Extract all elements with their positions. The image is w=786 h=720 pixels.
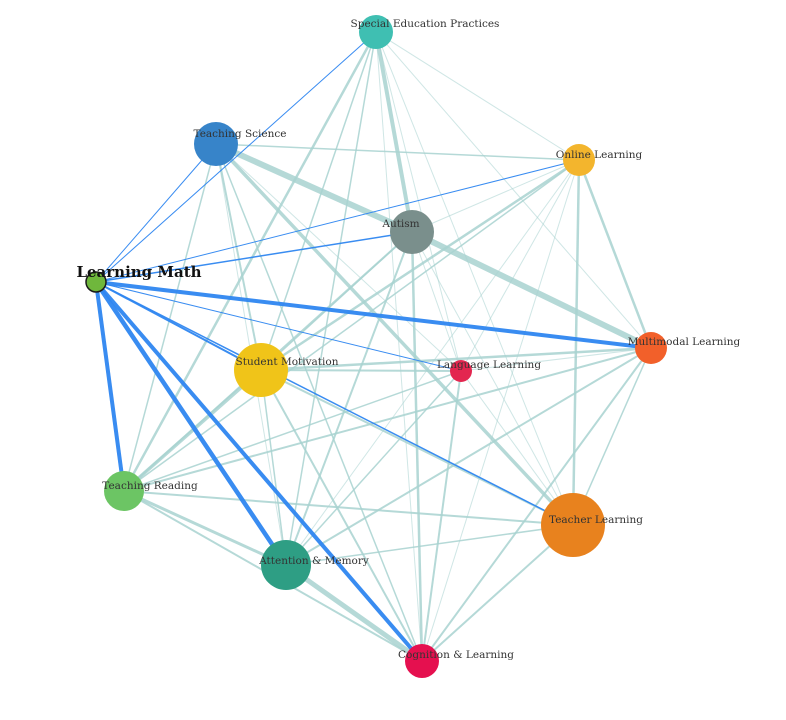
node-student-motivation[interactable] bbox=[234, 343, 288, 397]
edge-student-motivation-language-learning bbox=[260, 369, 462, 372]
edge-learning-math-special-education bbox=[95, 31, 377, 283]
label-attention-memory: Attention & Memory bbox=[258, 555, 369, 567]
edge-online-learning-teacher-learning bbox=[571, 159, 581, 526]
edge-learning-math-language-learning bbox=[95, 281, 462, 372]
label-student-motivation: Student Motivation bbox=[236, 356, 339, 368]
node-learning-math[interactable] bbox=[85, 271, 107, 293]
node-autism[interactable] bbox=[390, 210, 434, 254]
edge-learning-math-teacher-learning bbox=[95, 281, 574, 526]
edge-learning-math-teaching-science bbox=[95, 143, 217, 283]
edge-special-education-teaching-reading bbox=[122, 31, 378, 492]
label-learning-math: Learning Math bbox=[76, 263, 201, 281]
node-online-learning[interactable] bbox=[563, 144, 595, 176]
label-autism: Autism bbox=[381, 218, 419, 230]
edge-special-education-multimodal-learning bbox=[375, 31, 652, 349]
edge-special-education-student-motivation bbox=[260, 31, 377, 371]
edge-autism-attention-memory bbox=[285, 231, 413, 566]
edge-student-motivation-cognition-learning bbox=[260, 369, 423, 662]
edge-online-learning-student-motivation bbox=[260, 158, 580, 372]
edge-online-learning-teaching-reading bbox=[123, 159, 580, 492]
edge-special-education-attention-memory bbox=[285, 31, 377, 566]
edge-online-learning-autism bbox=[411, 159, 580, 233]
edge-teaching-science-teacher-learning bbox=[214, 142, 575, 527]
edge-online-learning-multimodal-learning bbox=[577, 159, 653, 349]
edge-special-education-online-learning bbox=[375, 31, 580, 161]
node-teaching-science[interactable] bbox=[194, 122, 238, 166]
edge-learning-math-autism bbox=[95, 231, 413, 283]
edge-special-education-teacher-learning bbox=[375, 31, 574, 526]
edge-learning-math-cognition-learning bbox=[94, 280, 424, 663]
edge-special-education-cognition-learning bbox=[375, 31, 423, 662]
edges-layer bbox=[94, 31, 653, 664]
node-teaching-reading[interactable] bbox=[104, 471, 144, 511]
edge-teaching-reading-teacher-learning bbox=[123, 490, 574, 526]
edge-multimodal-learning-attention-memory bbox=[285, 347, 652, 566]
edge-autism-multimodal-learning bbox=[410, 229, 653, 351]
edge-autism-teacher-learning bbox=[411, 231, 574, 526]
edge-teaching-reading-attention-memory bbox=[123, 489, 287, 567]
label-special-education: Special Education Practices bbox=[351, 18, 500, 30]
edge-teaching-science-student-motivation bbox=[215, 143, 262, 371]
edge-attention-memory-language-learning bbox=[285, 370, 462, 566]
nodes-layer bbox=[85, 15, 667, 678]
edge-special-education-autism bbox=[374, 31, 414, 233]
edge-attention-memory-cognition-learning bbox=[284, 562, 424, 664]
edge-special-education-language-learning bbox=[375, 31, 462, 372]
edge-online-learning-cognition-learning bbox=[421, 159, 580, 662]
node-language-learning[interactable] bbox=[450, 360, 472, 382]
edge-learning-math-teaching-reading bbox=[94, 281, 126, 492]
label-teaching-science: Teaching Science bbox=[194, 128, 287, 140]
edge-multimodal-learning-language-learning bbox=[460, 347, 652, 372]
edge-online-learning-attention-memory bbox=[285, 159, 580, 566]
edge-multimodal-learning-cognition-learning bbox=[421, 347, 652, 662]
edge-student-motivation-multimodal-learning bbox=[260, 346, 652, 372]
edge-learning-math-attention-memory bbox=[94, 280, 288, 567]
edge-student-motivation-attention-memory bbox=[260, 369, 287, 566]
label-teaching-reading: Teaching Reading bbox=[102, 480, 198, 492]
edge-online-learning-language-learning bbox=[460, 159, 580, 372]
label-multimodal-learning: Multimodal Learning bbox=[628, 336, 741, 348]
edge-teaching-science-autism bbox=[214, 141, 414, 235]
edge-teaching-science-teaching-reading bbox=[123, 143, 217, 492]
node-attention-memory[interactable] bbox=[261, 540, 311, 590]
node-cognition-learning[interactable] bbox=[405, 644, 439, 678]
edge-autism-language-learning bbox=[411, 231, 462, 372]
edge-language-learning-cognition-learning bbox=[421, 370, 462, 662]
node-special-education[interactable] bbox=[359, 15, 393, 49]
edge-teaching-reading-language-learning bbox=[123, 370, 462, 492]
edge-learning-math-online-learning bbox=[95, 159, 580, 283]
edge-multimodal-learning-teacher-learning bbox=[572, 347, 652, 526]
label-language-learning: Language Learning bbox=[437, 359, 541, 371]
edge-multimodal-learning-teaching-reading bbox=[123, 347, 652, 492]
label-teacher-learning: Teacher Learning bbox=[549, 514, 643, 526]
node-multimodal-learning[interactable] bbox=[635, 332, 667, 364]
label-online-learning: Online Learning bbox=[556, 149, 643, 161]
edge-teaching-science-cognition-learning bbox=[215, 143, 423, 662]
node-teacher-learning[interactable] bbox=[541, 493, 605, 557]
label-cognition-learning: Cognition & Learning bbox=[398, 649, 514, 661]
edge-learning-math-multimodal-learning bbox=[95, 280, 652, 350]
edge-cognition-learning-teacher-learning bbox=[421, 524, 574, 662]
edge-student-motivation-teaching-reading bbox=[122, 368, 263, 493]
